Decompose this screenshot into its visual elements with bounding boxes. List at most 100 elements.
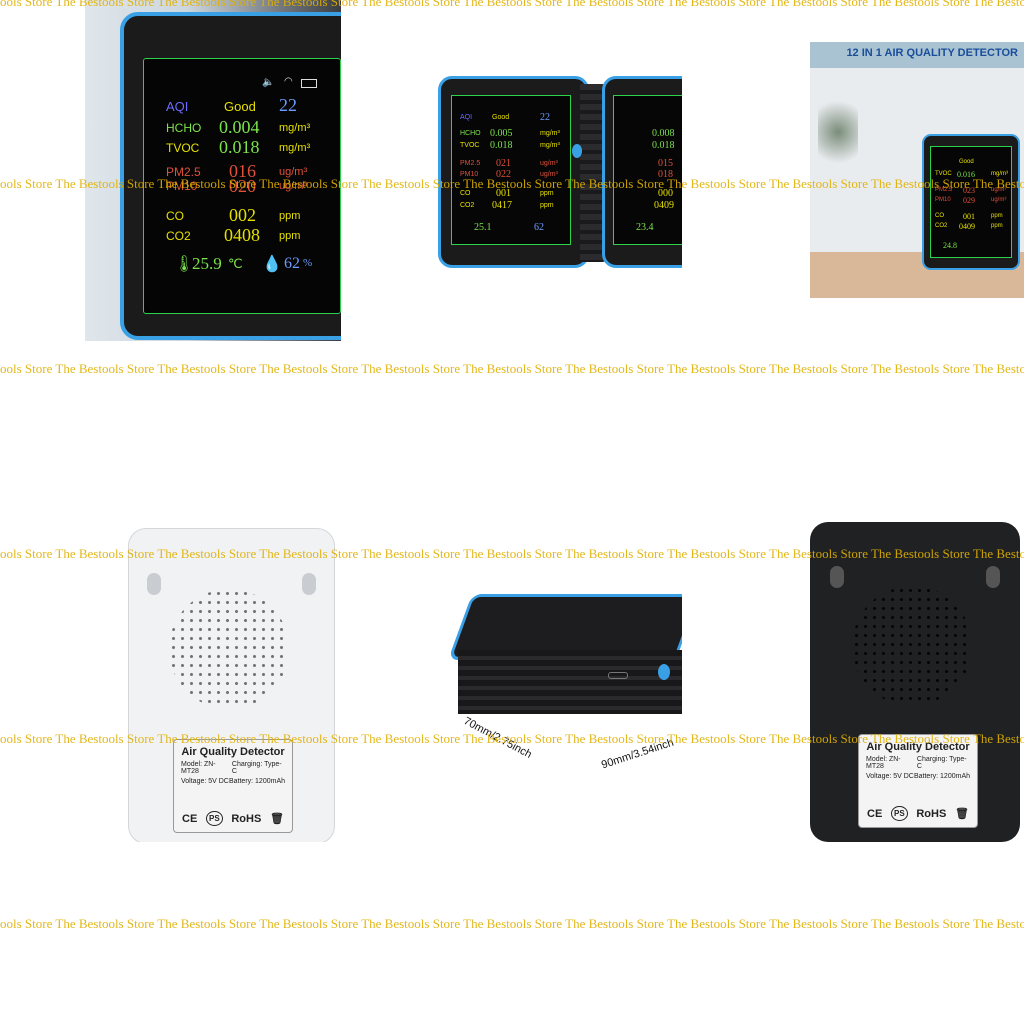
label-title: Air Quality Detector bbox=[181, 746, 285, 758]
label-model: Model: ZN-MT28 bbox=[181, 761, 216, 775]
pair-hcho-label: HCHO bbox=[460, 130, 481, 137]
lifestyle-pm10-unit: ug/m³ bbox=[991, 197, 1007, 203]
black-weee-bin-icon: 🗑 bbox=[955, 808, 969, 820]
label-charging: Charging: Type-C bbox=[231, 761, 282, 775]
second-pm25-value: 015 bbox=[658, 158, 673, 169]
device-back-screen: 0.008 0.018 015 018 000 0409 23.4 bbox=[613, 95, 682, 245]
pair-aqi-label: AQI bbox=[460, 114, 473, 121]
co2-value: 0408 bbox=[224, 225, 260, 245]
battery-icon bbox=[301, 79, 317, 88]
pm25-label: PM2.5 bbox=[166, 165, 201, 179]
lifestyle-image: 12 IN 1 AIR QUALITY DETECTOR Good TVOC 0… bbox=[810, 42, 1024, 298]
pair-co2-label: CO2 bbox=[460, 202, 475, 209]
speaker-icon: 🔈 bbox=[262, 77, 275, 88]
banner-title: 12 IN 1 AIR QUALITY DETECTOR bbox=[846, 47, 1018, 59]
pair-hcho-value: 0.005 bbox=[490, 128, 513, 139]
pair-pm10-value: 022 bbox=[496, 169, 511, 180]
pm10-unit: ug/m³ bbox=[279, 180, 308, 192]
pair-tvoc-unit: mg/m³ bbox=[540, 142, 560, 149]
black-label-battery: Battery: 1200mAh bbox=[913, 773, 970, 780]
temperature-value: 25.9 bbox=[192, 254, 222, 273]
watermark-row-6: ools Store The Bestools Store The Bestoo… bbox=[0, 916, 1024, 931]
pair-tvoc-label: TVOC bbox=[460, 142, 480, 149]
main-device-image: 🔈 ◠ AQI Good 22 HCHO 0.004 mg/m³ TVOC 0.… bbox=[85, 0, 341, 341]
temperature-unit: ℃ bbox=[228, 256, 243, 271]
pair-pm10-label: PM10 bbox=[460, 171, 479, 178]
hcho-label: HCHO bbox=[166, 121, 202, 135]
label-voltage: Voltage: 5V DC bbox=[181, 778, 229, 785]
depth-dimension: 70mm/2.75inch bbox=[461, 715, 534, 761]
width-dimension: 90mm/3.54inch bbox=[599, 736, 676, 772]
device-front-screen: AQI Good 22 HCHO 0.005 mg/m³ TVOC 0.018 … bbox=[451, 95, 571, 245]
pair-pm25-label: PM2.5 bbox=[460, 160, 481, 167]
pair-tvoc-value: 0.018 bbox=[490, 140, 513, 151]
lifestyle-pm25-unit: ug/m³ bbox=[991, 187, 1007, 193]
co-unit: ppm bbox=[279, 210, 301, 222]
aqi-status: Good bbox=[224, 99, 256, 114]
second-tvoc-value: 0.018 bbox=[652, 140, 675, 151]
mount-hole-left bbox=[147, 573, 161, 595]
lifestyle-tvoc-unit: mg/m³ bbox=[991, 171, 1008, 177]
lifestyle-tvoc-label: TVOC bbox=[935, 171, 952, 177]
pair-pm25-unit: ug/m³ bbox=[540, 160, 558, 167]
pair-aqi-status: Good bbox=[492, 114, 510, 121]
product-label: Air Quality Detector Model: ZN-MT28 Charg… bbox=[173, 739, 293, 833]
pair-humidity: 62 bbox=[534, 222, 544, 233]
pair-co2-unit: ppm bbox=[540, 202, 554, 209]
second-co-value: 000 bbox=[658, 188, 673, 199]
banner: 12 IN 1 AIR QUALITY DETECTOR bbox=[810, 42, 1024, 68]
black-mount-hole-left bbox=[830, 566, 844, 588]
pair-hcho-unit: mg/m³ bbox=[540, 130, 560, 137]
black-label-charging: Charging: Type-C bbox=[916, 756, 967, 770]
lifestyle-pm10-value: 029 bbox=[963, 196, 975, 205]
pair-aqi-value: 22 bbox=[540, 112, 550, 123]
wifi-icon: ◠ bbox=[284, 76, 293, 87]
lifestyle-co2-label: CO2 bbox=[935, 223, 948, 229]
white-device-back: Air Quality Detector Model: ZN-MT28 Charg… bbox=[128, 528, 335, 842]
lifestyle-co-label: CO bbox=[935, 213, 944, 219]
aqi-value: 22 bbox=[279, 95, 297, 115]
lifestyle-status: Good bbox=[959, 159, 974, 165]
pm25-value: 016 bbox=[229, 161, 256, 181]
pm10-label: PM10 bbox=[166, 179, 198, 193]
second-co2-value: 0409 bbox=[654, 200, 674, 211]
pair-co-unit: ppm bbox=[540, 190, 554, 197]
ce-mark: CE bbox=[182, 812, 198, 825]
lifestyle-co2-unit: ppm bbox=[991, 223, 1003, 229]
device-front: AQI Good 22 HCHO 0.005 mg/m³ TVOC 0.018 … bbox=[438, 76, 589, 268]
device-screen: 🔈 ◠ AQI Good 22 HCHO 0.004 mg/m³ TVOC 0.… bbox=[143, 58, 341, 314]
black-speaker-grille bbox=[852, 586, 972, 706]
speaker-grille bbox=[169, 589, 289, 709]
dimension-image: 70mm/2.75inch 90mm/3.54inch bbox=[450, 580, 682, 780]
lifestyle-tvoc-value: 0.016 bbox=[957, 170, 975, 179]
plant bbox=[818, 92, 858, 172]
usb-c-port bbox=[608, 672, 628, 679]
device-pair-image: AQI Good 22 HCHO 0.005 mg/m³ TVOC 0.018 … bbox=[430, 60, 682, 280]
black-mount-hole-right bbox=[986, 566, 1000, 588]
pair-temperature: 25.1 bbox=[474, 222, 492, 233]
hcho-unit: mg/m³ bbox=[279, 122, 311, 134]
lifestyle-co-unit: ppm bbox=[991, 213, 1003, 219]
black-rohs-mark: RoHS bbox=[916, 807, 947, 820]
lifestyle-co-value: 001 bbox=[963, 212, 975, 221]
black-ce-mark: CE bbox=[867, 807, 883, 820]
black-ps-mark: PS bbox=[890, 806, 908, 821]
label-battery: Battery: 1200mAh bbox=[228, 778, 285, 785]
co-label: CO bbox=[166, 209, 184, 223]
co2-label: CO2 bbox=[166, 229, 191, 243]
aqi-label: AQI bbox=[166, 99, 189, 114]
pair-pm25-value: 021 bbox=[496, 158, 511, 169]
humidity-icon: 💧 bbox=[262, 256, 282, 273]
tvoc-value: 0.018 bbox=[219, 137, 260, 157]
pair-co-value: 001 bbox=[496, 188, 511, 199]
black-label-title: Air Quality Detector bbox=[866, 741, 970, 753]
lifestyle-pm10-label: PM10 bbox=[935, 197, 951, 203]
second-pm10-value: 018 bbox=[658, 169, 673, 180]
lifestyle-co2-value: 0409 bbox=[959, 222, 975, 231]
lifestyle-screen: Good TVOC 0.016 mg/m³ PM2.5 023 ug/m³ PM… bbox=[930, 146, 1012, 258]
second-hcho-value: 0.008 bbox=[652, 128, 675, 139]
co-value: 002 bbox=[229, 205, 256, 225]
power-button bbox=[572, 144, 582, 158]
